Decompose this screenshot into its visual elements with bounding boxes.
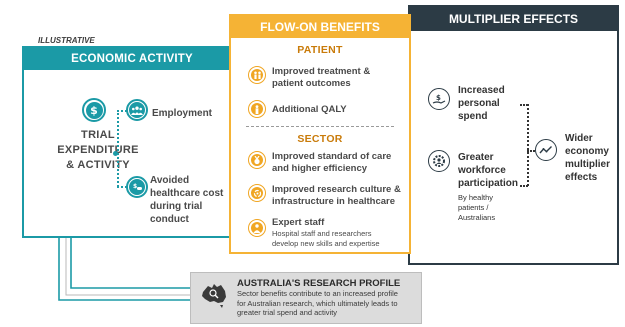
employment-label: Employment: [152, 108, 213, 119]
medal-icon: [248, 151, 266, 169]
econ-connector-top: [117, 110, 127, 112]
flow-on-benefits-panel: FLOW-ON BENEFITS: [229, 14, 411, 254]
trend-line-icon: [535, 139, 557, 161]
trial-expenditure-label: TRIAL EXPENDITURE & ACTIVITY: [57, 129, 139, 171]
economic-activity-header: ECONOMIC ACTIVITY: [24, 48, 240, 70]
patient-item-qaly: Additional QALY: [272, 104, 347, 115]
people-icon: [126, 99, 148, 121]
family-icon: [248, 66, 266, 84]
dollar-icon: $: [82, 98, 106, 122]
australia-map-icon: [202, 284, 226, 308]
sector-item-standard-of-care: Improved standard of care and higher eff…: [272, 151, 392, 174]
sector-section-title: SECTOR: [297, 133, 343, 145]
research-body-line: greater trial spend and activity: [237, 308, 338, 317]
workforce-participation-note: By healthy patients / Australians: [458, 193, 496, 222]
economic-activity-panel: ECONOMIC ACTIVITY: [22, 46, 242, 238]
flow-on-benefits-header: FLOW-ON BENEFITS: [231, 16, 409, 38]
patient-item-treatment: Improved treatment & patient outcomes: [272, 66, 371, 89]
sector-item-research-culture: Improved research culture & infrastructu…: [272, 184, 401, 207]
greater-workforce-participation-label: Greater workforce participation: [458, 152, 519, 189]
section-divider: [246, 126, 394, 127]
multiplier-connector-top: [520, 104, 528, 106]
research-profile-text: AUSTRALIA'S RESEARCH PROFILE Sector bene…: [237, 278, 400, 318]
illustrative-tag: ILLUSTRATIVE: [38, 36, 95, 45]
sector-item-expert-staff: Expert staff Hospital staff and research…: [272, 217, 380, 248]
svg-text:$: $: [436, 94, 441, 102]
research-body-line: for Australian research, which ultimatel…: [237, 298, 398, 308]
svg-text:$: $: [133, 183, 137, 190]
multiplier-effects-panel: MULTIPLIER EFFECTS: [408, 5, 619, 265]
econ-connector-vertical: [117, 110, 119, 187]
research-profile-title: AUSTRALIA'S RESEARCH PROFILE: [237, 278, 401, 289]
pill-icon: $: [126, 176, 148, 198]
research-body-line: Sector benefits contribute to an increas…: [237, 289, 398, 298]
multiplier-connector-out: [527, 150, 535, 152]
gear-person-icon: [428, 150, 450, 172]
avoided-healthcare-cost-label: Avoided healthcare cost during trial con…: [150, 175, 224, 225]
cycle-icon: [248, 184, 266, 202]
person-icon: [248, 100, 266, 118]
patient-section-title: PATIENT: [297, 44, 343, 56]
money-hand-icon: $: [428, 88, 450, 110]
increased-personal-spend-label: Increased personal spend: [458, 85, 505, 122]
multiplier-connector-vertical: [527, 104, 529, 186]
econ-connector-bottom: [117, 186, 127, 188]
econ-connector-dot: [113, 151, 118, 156]
multiplier-connector-bottom: [520, 185, 528, 187]
staff-icon: [248, 219, 266, 237]
research-profile-box: [190, 272, 422, 324]
wider-economy-multiplier-label: Wider economy multiplier effects: [565, 133, 611, 183]
multiplier-effects-header: MULTIPLIER EFFECTS: [410, 7, 617, 31]
